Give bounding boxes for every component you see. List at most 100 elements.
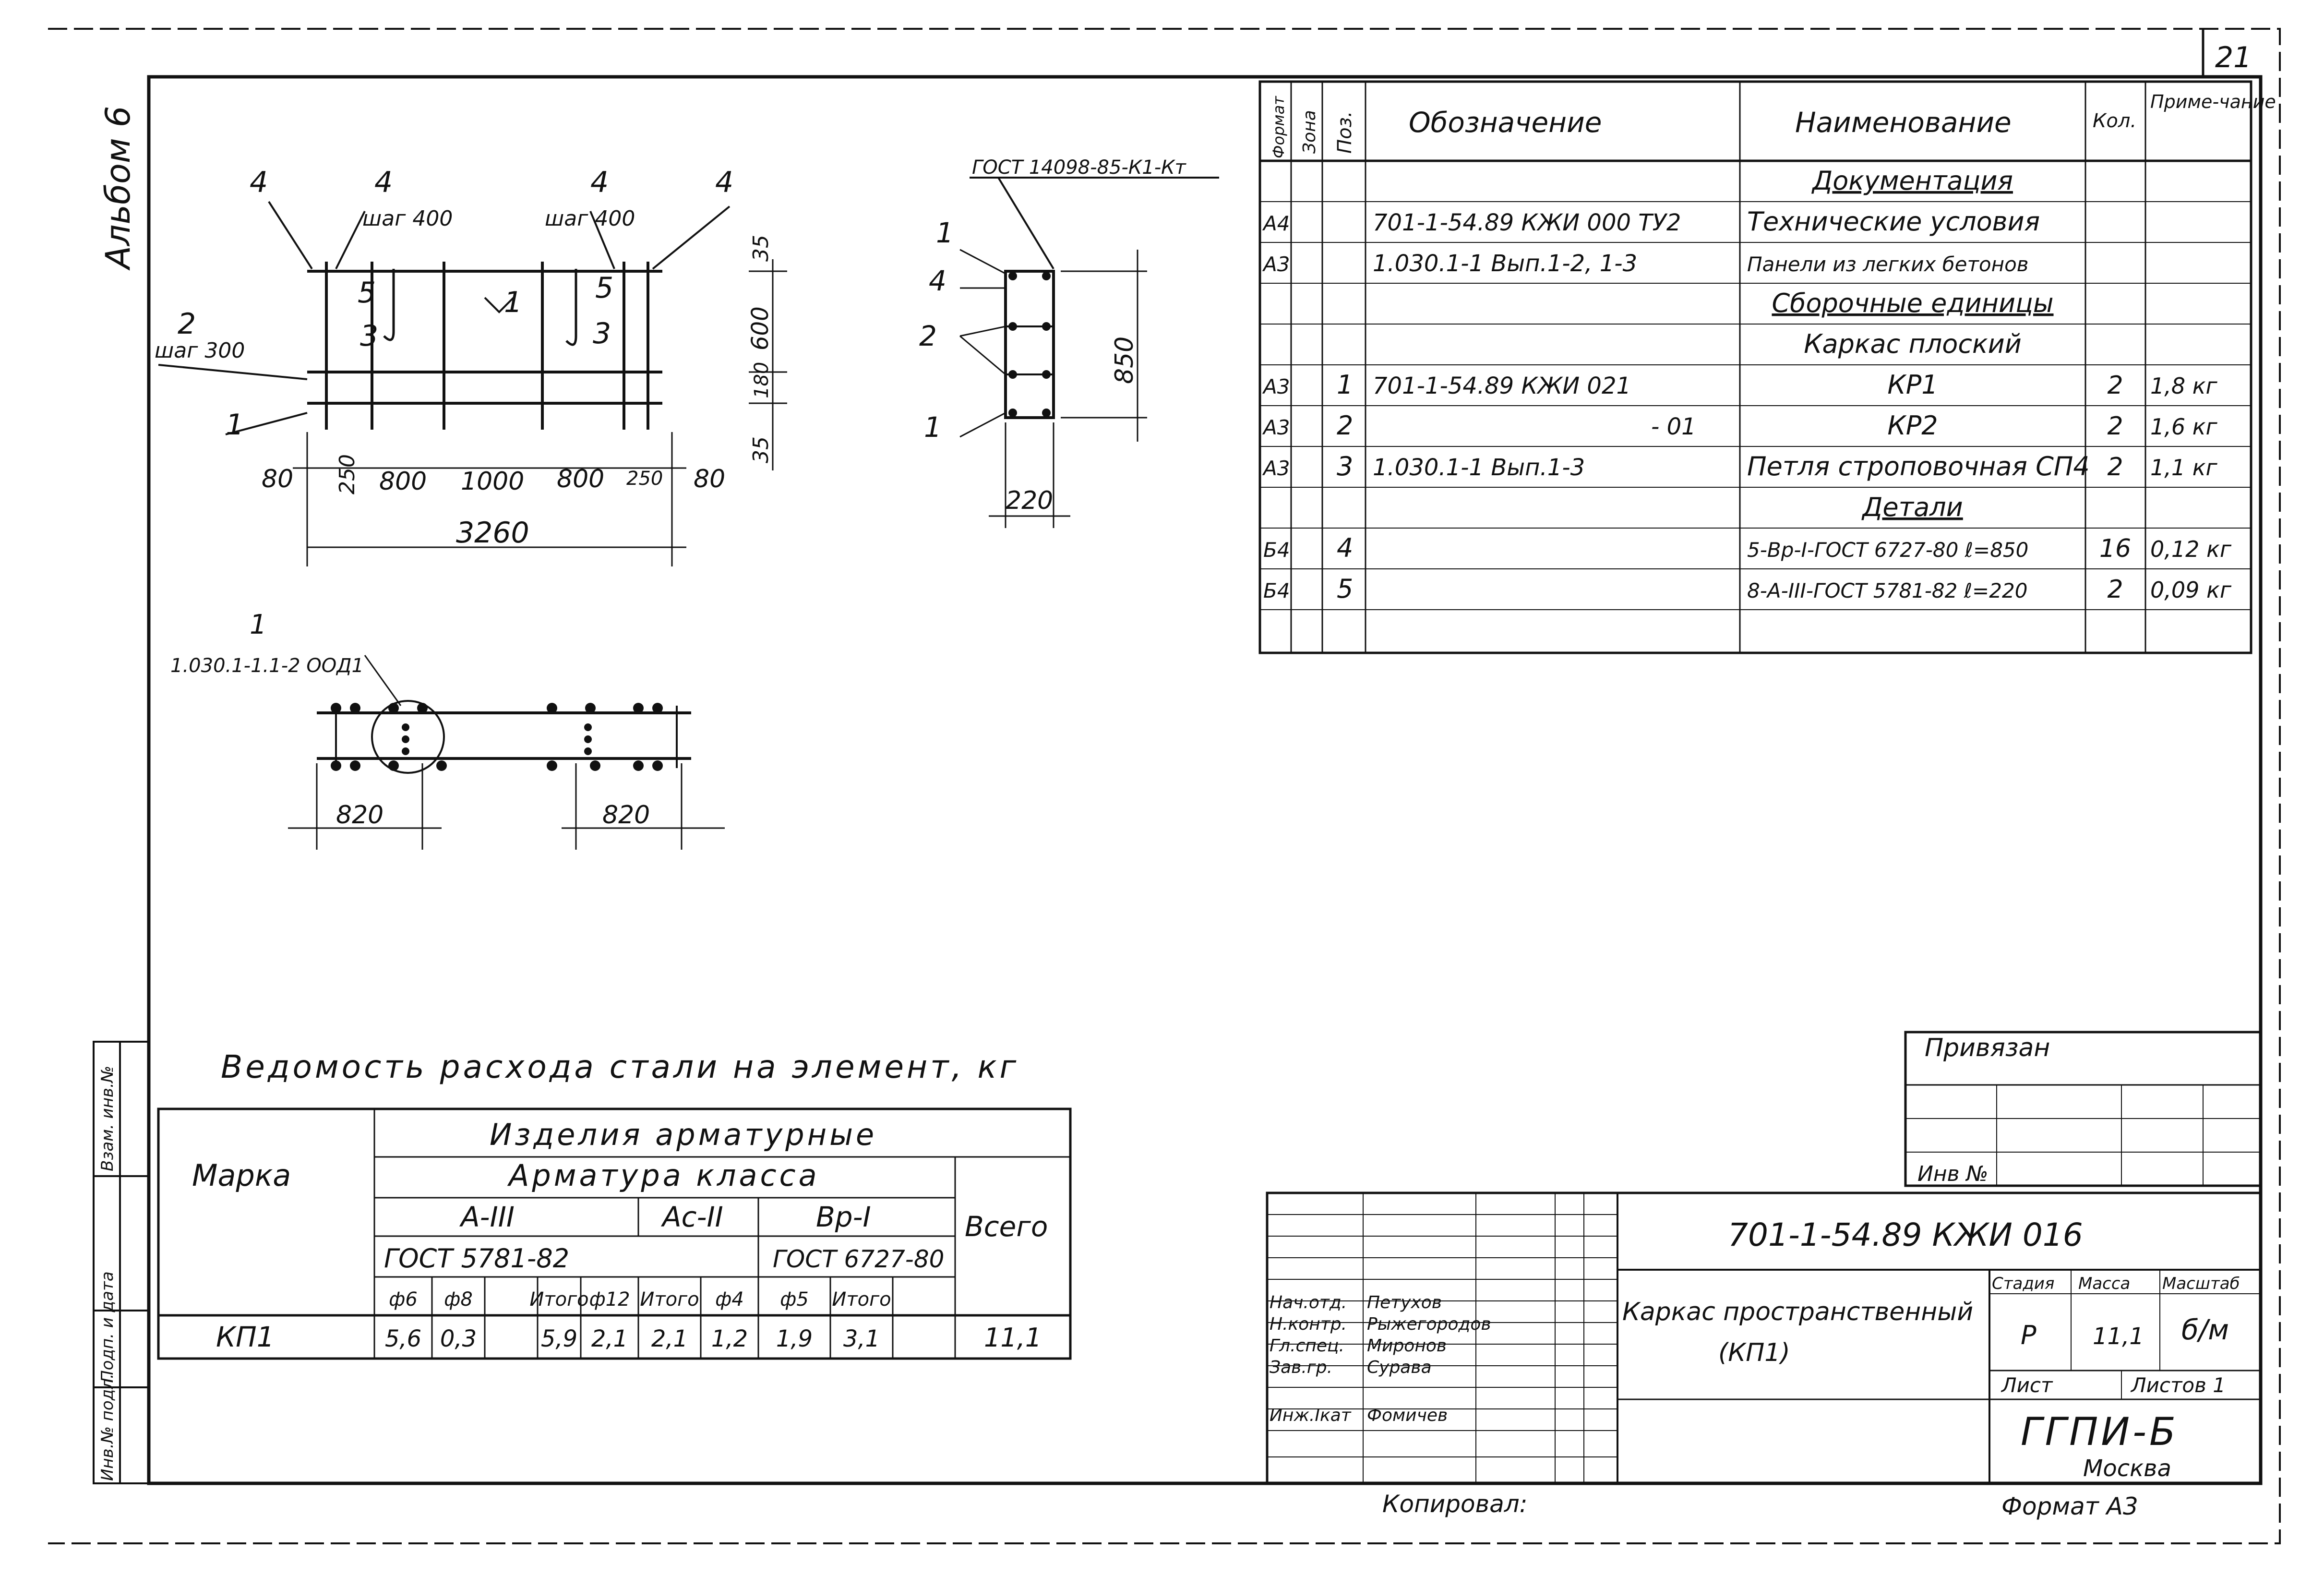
title-mass: 11,1 (2093, 1323, 2144, 1350)
section-dim-220: 220 (1006, 486, 1053, 515)
dim-v-35-top: 35 (749, 235, 773, 262)
steel-col-head: ф5 (780, 1288, 809, 1311)
spec-cell-qty: 16 (2099, 534, 2131, 563)
dim-250-right: 250 (626, 468, 663, 490)
title-role: Инж.Iкат (1270, 1406, 1352, 1425)
spec-cell-designation: 701-1-54.89 КЖИ 000 ТУ2 (1373, 209, 1681, 236)
title-scale-head: Масштаб (2162, 1274, 2240, 1293)
steel-cell-value: 2,1 (591, 1325, 628, 1352)
steel-col-head: Итого (832, 1288, 891, 1311)
spec-cell-designation: 1.030.1-1 Вып.1-3 (1373, 454, 1585, 481)
plan-dim-820-left: 820 (336, 801, 383, 830)
section-label-1-bottom: 1 (924, 411, 942, 444)
steel-gost-b: ГОСТ 6727-80 (773, 1245, 944, 1273)
title-block-roles: Нач.отд.ПетуховН.контр.РыжегородовГл.спе… (1270, 1293, 1491, 1425)
dim-1000: 1000 (461, 467, 524, 496)
spec-cell-note: 1,6 кг (2150, 414, 2218, 440)
footer-format: Формат А3 (2001, 1492, 2138, 1520)
title-code: 701-1-54.89 КЖИ 016 (1728, 1216, 2083, 1253)
stamp-vzam-inv: Взам. инв.№ (98, 1066, 117, 1171)
privyazan-inv: Инв № (1917, 1162, 1988, 1186)
spec-head-name: Наименование (1795, 106, 2012, 139)
dim-800-left: 800 (379, 467, 427, 496)
main-elevation-dimensions (293, 259, 787, 566)
spec-head-format: Формат (1270, 96, 1288, 158)
spec-cell-format: Б4 (1263, 579, 1290, 602)
spec-cell-format: Б4 (1263, 538, 1290, 562)
steel-row-mark: КП1 (216, 1321, 275, 1353)
steel-cell-value: 5,9 (541, 1325, 577, 1352)
spec-cell-pos: 5 (1337, 574, 1353, 604)
title-role: Н.контр. (1270, 1314, 1347, 1334)
side-stamp-text: Инв.№ подл. Подп. и дата Взам. инв.№ (98, 1066, 117, 1481)
title-name-line2: (КП1) (1718, 1338, 1790, 1367)
plan-ref-num: 1 (250, 609, 267, 640)
spec-cell-name: Документация (1811, 166, 2013, 196)
title-block-text: 701-1-54.89 КЖИ 016 Каркас пространствен… (1622, 1216, 2240, 1482)
label-pos-3a: 3 (360, 319, 378, 353)
spec-cell-qty: 2 (2107, 453, 2123, 481)
label-pos-4d: 4 (715, 166, 733, 199)
title-person: Сурава (1367, 1358, 1432, 1377)
steel-table-col-lines (431, 1277, 894, 1359)
steel-class-vr1: Вр-I (816, 1201, 871, 1233)
steel-cell-value: 2,1 (651, 1325, 688, 1352)
title-block-rows (1267, 1214, 1617, 1457)
section-labels: ГОСТ 14098-85-К1-Кт 1 4 2 1 850 220 (919, 156, 1187, 515)
title-mass-head: Масса (2078, 1274, 2130, 1293)
spec-cell-name: 8-А-III-ГОСТ 5781-82 ℓ=220 (1747, 579, 2027, 602)
dim-80-right: 80 (694, 465, 725, 493)
section-gost: ГОСТ 14098-85-К1-Кт (972, 156, 1187, 179)
title-person: Фомичев (1367, 1406, 1448, 1425)
side-stamp (93, 1041, 150, 1484)
title-person: Петухов (1367, 1293, 1442, 1312)
title-sheets-head: Листов 1 (2130, 1373, 2226, 1397)
stamp-podp-data: Подп. и дата (98, 1271, 117, 1383)
spec-cell-note: 1,8 кг (2150, 373, 2218, 399)
steel-cell-value: 5,6 (385, 1325, 421, 1352)
title-block (1266, 1191, 2262, 1485)
spec-cell-name: Петля строповочная СП4 (1747, 451, 2090, 481)
steel-table-title: Ведомость расхода стали на элемент, кг (221, 1048, 1019, 1085)
main-elevation-labels: 4 4 4 4 шаг 400 шаг 400 2 шаг 300 1 5 3 … (155, 166, 774, 550)
spec-cell-designation: - 01 (1651, 413, 1696, 440)
plan-labels: 1 1.030.1-1.1-2 ООД1 820 820 (170, 609, 650, 830)
steel-col-head: Итого (640, 1288, 699, 1311)
dim-v-35-bottom: 35 (749, 436, 773, 463)
spec-cell-format: А3 (1262, 457, 1290, 480)
label-pos-5b: 5 (595, 271, 613, 305)
label-pos-2: 2 (178, 307, 196, 341)
spec-head-note: Приме-чание (2150, 91, 2276, 112)
spec-cell-qty: 2 (2107, 412, 2123, 441)
spec-cell-designation: 1.030.1-1 Вып.1-2, 1-3 (1373, 250, 1637, 277)
steel-armatura-head: Арматура класса (507, 1158, 820, 1193)
spec-cell-pos: 4 (1337, 533, 1353, 563)
label-step-1: шаг 400 (362, 206, 453, 231)
spec-cell-designation: 701-1-54.89 КЖИ 021 (1373, 373, 1631, 399)
steel-class-a3: А-III (459, 1201, 515, 1233)
title-stage-head: Стадия (1992, 1274, 2054, 1293)
spec-cell-name: Каркас плоский (1804, 329, 2022, 359)
privyazan-block (1904, 1031, 2262, 1187)
dim-800-right: 800 (557, 465, 604, 493)
spec-cell-pos: 3 (1337, 451, 1353, 481)
label-pos-5a: 5 (358, 276, 376, 310)
label-pos-1: 1 (226, 408, 244, 442)
dim-80-left: 80 (262, 465, 293, 493)
dim-250-left: 250 (335, 454, 359, 494)
steel-cell-value: 1,2 (711, 1325, 748, 1352)
spec-cell-name: КР1 (1887, 370, 1938, 400)
spec-head-zone: Зона (1300, 110, 1319, 154)
title-org: ГГПИ-Б (2021, 1409, 2179, 1454)
title-stage: Р (2021, 1320, 2036, 1350)
spec-cell-note: 0,12 кг (2150, 536, 2232, 562)
spec-cell-format: А3 (1262, 375, 1290, 398)
steel-cell-value: 1,9 (776, 1325, 813, 1352)
steel-marka-head: Марка (192, 1158, 291, 1193)
title-role: Нач.отд. (1270, 1293, 1347, 1312)
steel-cell-value: 3,1 (843, 1325, 880, 1352)
title-scale: б/м (2181, 1313, 2229, 1346)
main-elevation-drawing (158, 201, 731, 435)
steel-table-grid (157, 1107, 1072, 1360)
